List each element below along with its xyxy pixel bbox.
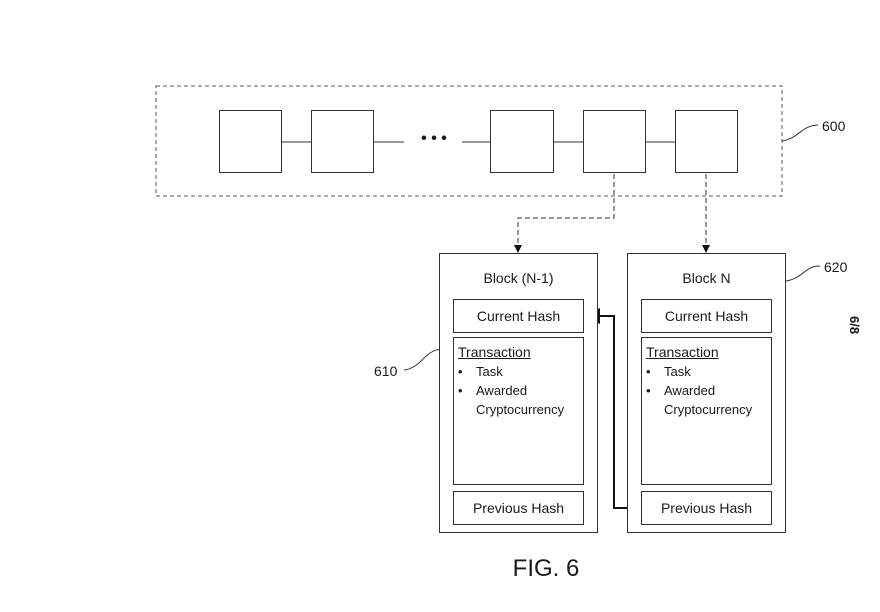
block-n-previous-hash-label: Previous Hash [660,500,753,516]
leader-600 [781,124,819,142]
block-n-previous-hash [641,491,772,525]
chain-block-n-1 [583,110,646,173]
chain-block-1 [219,110,282,173]
block-prev-item-continuation: Cryptocurrency [476,402,565,417]
list-item: Task [642,362,715,381]
list-item: Awarded [642,381,715,400]
block-prev-previous-hash [453,491,584,525]
block-prev-transaction-list: Task Awarded [454,362,527,400]
chain-block-3 [490,110,554,173]
block-prev-current-hash [453,299,584,333]
block-n-title: Block N [682,270,731,286]
ref-label-620: 620 [824,259,848,275]
ref-label-600: 600 [822,118,846,134]
sheet-number: 6/8 [847,316,862,335]
block-n-item-continuation: Cryptocurrency [664,402,753,417]
block-n-current-hash [641,299,772,333]
block-n-transaction-heading: Transaction [646,344,719,360]
block-prev-current-hash-label: Current Hash [476,308,561,324]
block-n-current-hash-label: Current Hash [664,308,749,324]
ref-label-610: 610 [374,363,398,379]
block-prev-previous-hash-label: Previous Hash [472,500,565,516]
list-item: Task [454,362,527,381]
figure-caption: FIG. 6 [512,555,580,582]
leader-620 [785,265,821,282]
chain-block-2 [311,110,374,173]
block-prev-transaction-heading: Transaction [458,344,531,360]
list-item: Awarded [454,381,527,400]
expand-arrow-prev [514,174,615,253]
block-n-transaction-list: Task Awarded [642,362,715,400]
chain-block-n [675,110,738,173]
leader-610 [403,348,443,371]
chain-ellipsis: • • • [421,130,447,147]
block-prev-title: Block (N-1) [483,270,554,286]
